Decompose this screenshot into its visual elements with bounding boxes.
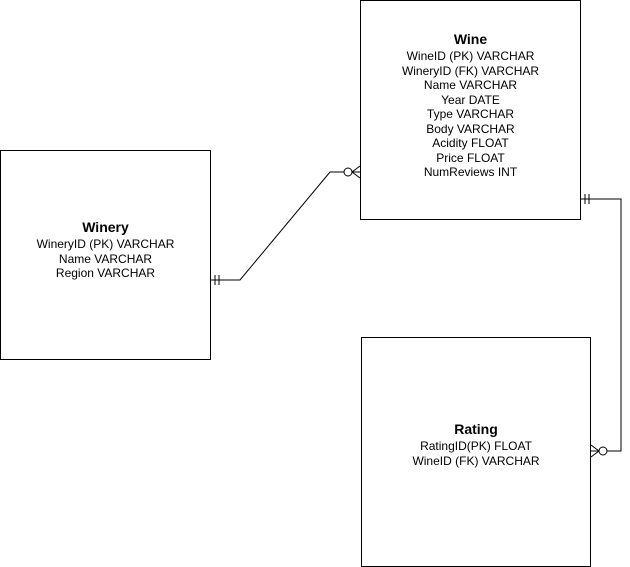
attribute-ratingid: RatingID(PK) FLOAT <box>420 439 532 453</box>
many-marker-rating-lower <box>590 450 600 458</box>
zero-marker-wine <box>343 167 353 177</box>
many-marker-wine-upper <box>351 165 361 173</box>
attribute-region: Region VARCHAR <box>55 266 156 280</box>
attribute-list: WineryID (PK) VARCHAR Name VARCHAR Regio… <box>37 237 175 281</box>
zero-marker-rating <box>598 446 608 456</box>
attribute-body: Body VARCHAR <box>426 121 515 136</box>
relationship-winery-wine[interactable] <box>211 165 361 285</box>
attribute-acidity: Acidity FLOAT <box>432 136 509 150</box>
attribute-numreviews: NumReviews INT <box>423 165 518 179</box>
attribute-list: RatingID(PK) FLOAT WineID (FK) VARCHAR <box>412 439 539 468</box>
attribute-name: Name VARCHAR <box>423 78 518 92</box>
relationship-line-winery-wine[interactable] <box>211 171 344 281</box>
attribute-wineryid: WineryID (PK) VARCHAR <box>36 237 175 251</box>
attribute-wineid: WineID (FK) VARCHAR <box>412 453 540 468</box>
many-marker-wine-lower <box>351 171 361 179</box>
entity-title: Winery <box>82 219 129 235</box>
attribute-price: Price FLOAT <box>436 150 505 165</box>
attribute-wineid: WineID (PK) VARCHAR <box>406 49 535 63</box>
attribute-year: Year DATE <box>441 92 500 107</box>
entity-winery[interactable]: Winery WineryID (PK) VARCHAR Name VARCHA… <box>0 150 211 360</box>
entity-rating[interactable]: Rating RatingID(PK) FLOAT WineID (FK) VA… <box>361 337 591 567</box>
entity-title: Rating <box>454 421 498 437</box>
entity-title: Wine <box>453 31 488 47</box>
attribute-list: WineID (PK) VARCHAR WineryID (FK) VARCHA… <box>402 49 539 180</box>
many-marker-rating-upper <box>590 444 600 452</box>
attribute-name: Name VARCHAR <box>58 251 153 266</box>
attribute-type: Type VARCHAR <box>426 107 515 121</box>
entity-wine[interactable]: Wine WineID (PK) VARCHAR WineryID (FK) V… <box>360 0 581 220</box>
attribute-wineryid: WineryID (FK) VARCHAR <box>401 63 540 78</box>
